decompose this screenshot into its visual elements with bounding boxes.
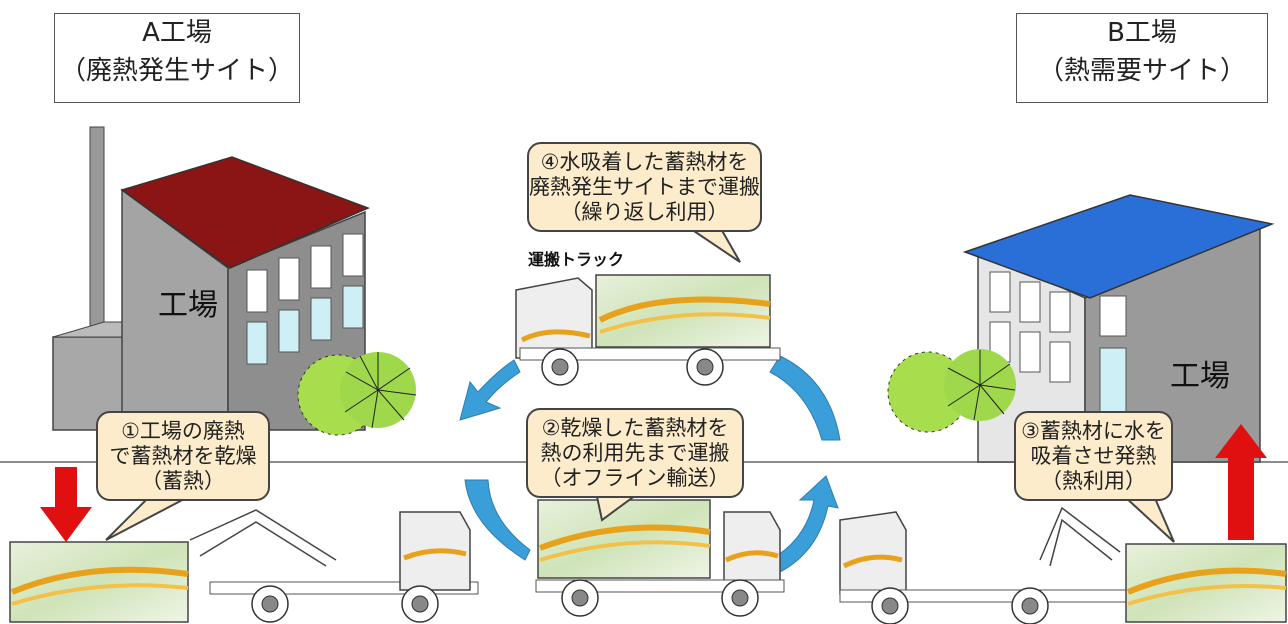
cycle-arrow-top-right	[769, 355, 841, 441]
truck-return	[515, 274, 781, 386]
truck-left	[9, 509, 479, 623]
red-arrow-up	[1215, 424, 1267, 540]
bubble-tail-3	[1121, 495, 1175, 543]
factory-a-label: 工場	[158, 288, 218, 323]
bubble-line: ②乾燥した蓄熱材を	[541, 415, 729, 440]
bubble-line: ③蓄熱材に水を	[1021, 418, 1166, 443]
bubble-step-1: ①工場の廃熱 で蓄熱材を乾燥 （蓄熱）	[96, 411, 270, 501]
truck-right	[839, 506, 1287, 624]
cycle-arrow-top-left	[459, 359, 521, 421]
factory-a	[52, 126, 370, 431]
site-a-box: A工場 （廃熱発生サイト）	[54, 13, 300, 103]
bubble-line: 熱の利用先まで運搬	[540, 440, 730, 465]
red-arrow-down	[40, 467, 92, 542]
site-a-title: A工場	[142, 18, 212, 48]
cycle-arrow-bottom-right	[769, 475, 839, 573]
site-b-box: B工場 （熱需要サイト）	[1016, 13, 1268, 103]
factory-b-label: 工場	[1170, 359, 1230, 394]
cycle-arrows	[459, 355, 841, 573]
bubble-line: で蓄熱材を乾燥	[109, 443, 257, 468]
bubble-line: 廃熱発生サイトまで運搬	[529, 174, 760, 199]
bush-b	[887, 349, 1016, 433]
bubble-tail-1	[105, 495, 191, 541]
bubble-line: （オフライン輸送）	[540, 465, 730, 490]
bubble-line: （蓄熱）	[141, 468, 225, 493]
bush-a	[297, 352, 417, 436]
bubble-step-2: ②乾燥した蓄熱材を 熱の利用先まで運搬 （オフライン輸送）	[526, 408, 744, 498]
bubble-step-3: ③蓄熱材に水を 吸着させ発熱 （熱利用）	[1014, 411, 1173, 501]
bubble-step-4: ④水吸着した蓄熱材を 廃熱発生サイトまで運搬 （繰り返し利用）	[527, 142, 762, 232]
bubble-line: 吸着させ発熱	[1030, 443, 1157, 468]
bubble-line: ④水吸着した蓄熱材を	[540, 149, 749, 174]
bubble-line: （熱利用）	[1041, 468, 1146, 493]
bubble-tail-4	[684, 226, 741, 263]
bubble-line: （繰り返し利用）	[560, 199, 729, 224]
site-b-title: B工場	[1107, 18, 1177, 48]
roof-red	[120, 156, 370, 269]
cycle-arrow-bottom-left	[464, 479, 531, 561]
site-a-subtitle: （廃熱発生サイト）	[59, 56, 294, 86]
bubble-line: ①工場の廃熱	[121, 418, 245, 443]
roof-blue	[962, 194, 1275, 299]
site-b-subtitle: （熱需要サイト）	[1037, 56, 1246, 86]
factory-b	[962, 194, 1275, 463]
truck-label: 運搬トラック	[528, 250, 625, 269]
truck-delivery	[535, 499, 785, 617]
